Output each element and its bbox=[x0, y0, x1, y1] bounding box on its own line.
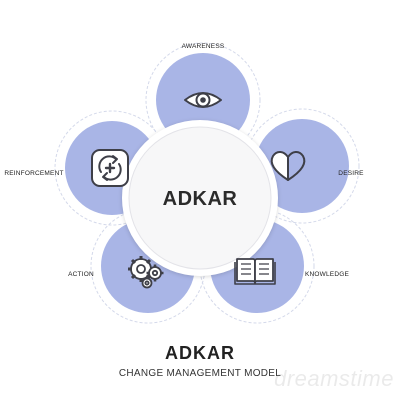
ring-awareness bbox=[145, 42, 261, 158]
footer-title: ADKAR bbox=[165, 343, 235, 363]
label-knowledge: KNOWLEDGE bbox=[305, 271, 350, 278]
center-title: ADKAR bbox=[163, 188, 238, 210]
eye-icon bbox=[184, 92, 222, 108]
heart-icon bbox=[270, 151, 306, 181]
label-desire: DESIRE bbox=[338, 170, 364, 177]
center-circle bbox=[128, 126, 272, 270]
ring-desire bbox=[244, 108, 360, 224]
refresh-plus-icon bbox=[91, 149, 129, 187]
gears-icon bbox=[128, 256, 164, 289]
label-awareness: AWARENESS bbox=[182, 43, 225, 50]
footer-subtitle: CHANGE MANAGEMENT MODEL bbox=[118, 368, 282, 379]
stock-watermark: dreamstime bbox=[274, 366, 394, 391]
label-reinforcement: REINFORCEMENT bbox=[4, 170, 63, 177]
label-action: ACTION bbox=[68, 271, 94, 278]
book-icon bbox=[234, 258, 276, 285]
ring-knowledge bbox=[199, 208, 315, 324]
